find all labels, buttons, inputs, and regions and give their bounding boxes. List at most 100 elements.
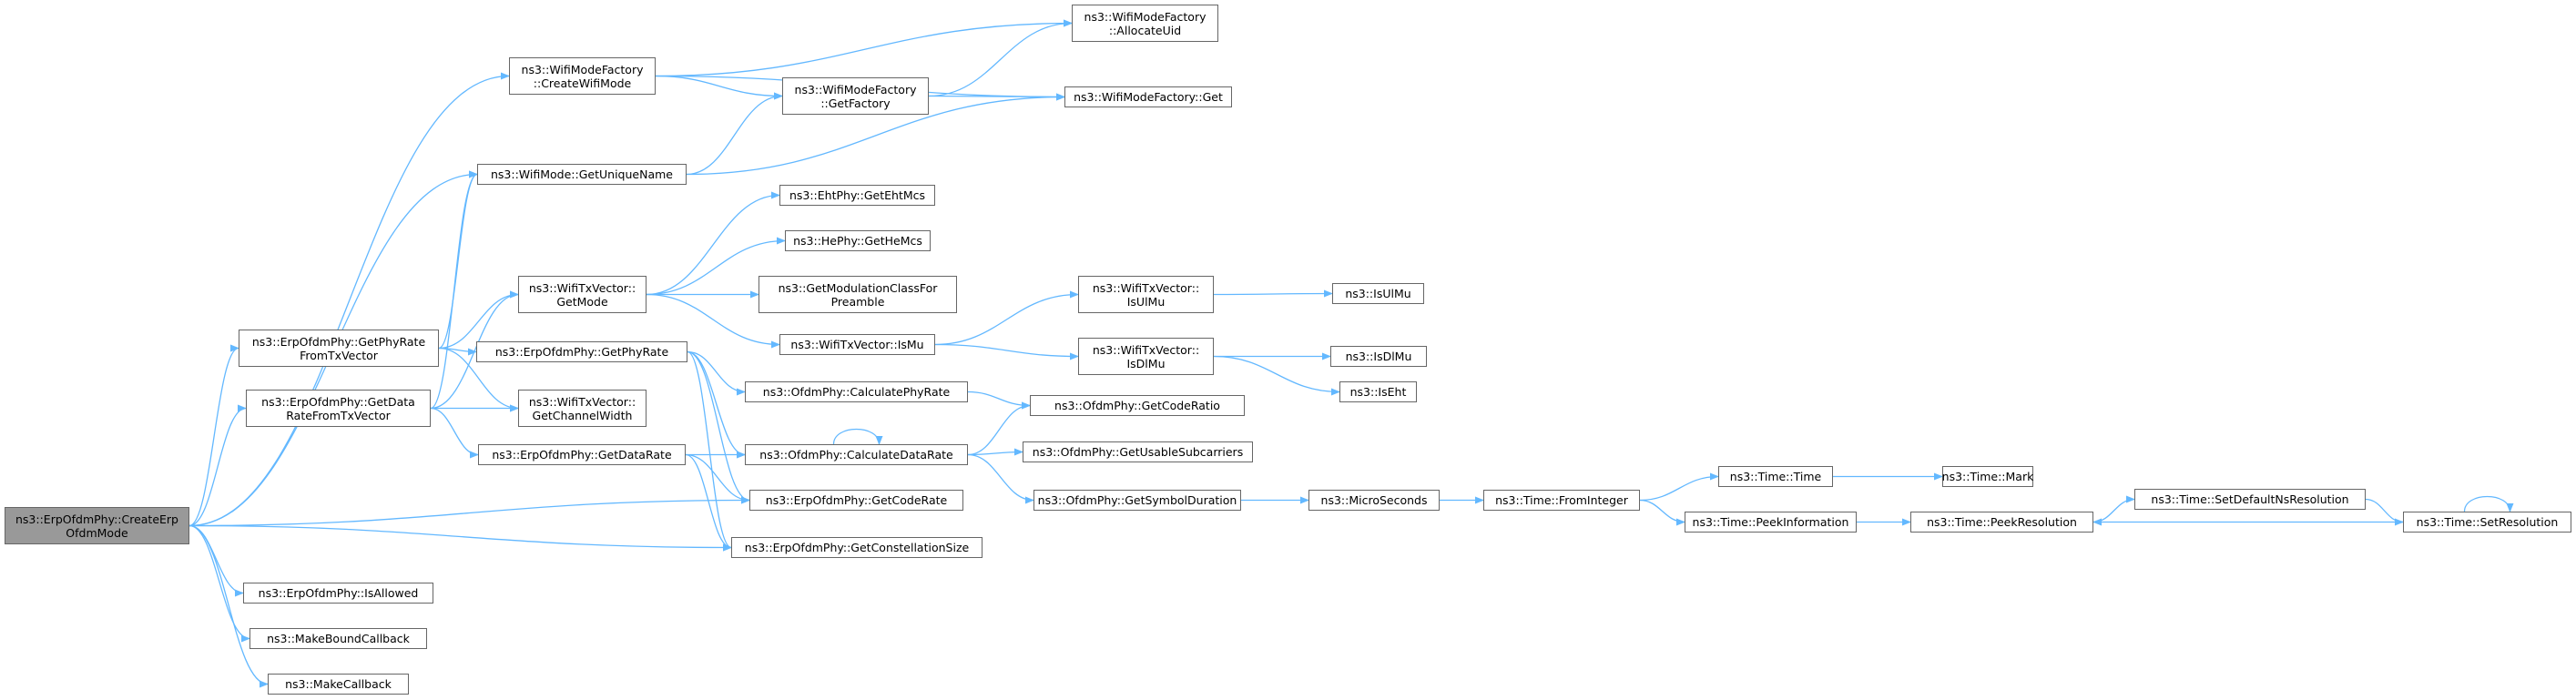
graph-node-calcDataRate[interactable]: ns3::OfdmPhy::CalculateDataRate (745, 444, 968, 465)
edge-getDataRateFromTx-to-getMode (430, 290, 519, 410)
node-label-line: ns3::MicroSeconds (1320, 493, 1428, 507)
node-label-line: ns3::MakeBoundCallback (267, 632, 410, 645)
edge-getPhyRateFromTx-to-getMode (438, 290, 519, 350)
edge-getDataRate-to-getCodeRateErp (685, 453, 750, 504)
node-label-line: ns3::WifiModeFactory (1084, 9, 1207, 24)
edge-fromInteger-to-peekInformation (1639, 499, 1685, 526)
edge-root-to-makeCallback (188, 524, 269, 688)
edge-calcDataRate-to-getUsableSub (967, 448, 1023, 456)
graph-node-isUlMu[interactable]: ns3::IsUlMu (1332, 283, 1424, 304)
graph-node-calcPhyRate[interactable]: ns3::OfdmPhy::CalculatePhyRate (745, 381, 968, 402)
edge-isMu-to-isUlMuVec (934, 290, 1079, 346)
edge-root-to-getDataRateFromTx (188, 404, 247, 527)
node-label-line: FromTxVector (300, 348, 378, 362)
node-label-line: ns3::WifiModeFactory::Get (1074, 90, 1223, 104)
node-label-line: ns3::WifiMode::GetUniqueName (491, 167, 673, 181)
graph-node-allocateUid[interactable]: ns3::WifiModeFactory::AllocateUid (1072, 5, 1218, 42)
node-label-line: ns3::OfdmPhy::CalculateDataRate (759, 448, 953, 462)
edge-calcDataRate-to-getCodeRatioOfdm (967, 401, 1031, 456)
node-label-line: ns3::Time::SetDefaultNsResolution (2151, 492, 2349, 506)
graph-node-makeCallback[interactable]: ns3::MakeCallback (268, 674, 409, 695)
graph-node-microSeconds[interactable]: ns3::MicroSeconds (1308, 490, 1440, 511)
graph-node-setResolution[interactable]: ns3::Time::SetResolution (2403, 512, 2571, 533)
graph-node-peekInformation[interactable]: ns3::Time::PeekInformation (1685, 512, 1857, 533)
graph-node-getUniqueName[interactable]: ns3::WifiMode::GetUniqueName (477, 164, 687, 185)
node-label-line: GetMode (556, 294, 608, 309)
node-label-line: OfdmMode (66, 525, 128, 540)
graph-node-getConstSize[interactable]: ns3::ErpOfdmPhy::GetConstellationSize (731, 537, 983, 558)
graph-node-getHeMcs[interactable]: ns3::HePhy::GetHeMcs (785, 230, 931, 251)
node-label-line: ns3::WifiModeFactory (794, 82, 917, 96)
edge-getPhyRate-to-getConstSize (687, 350, 732, 552)
graph-node-timeMark[interactable]: ns3::Time::Mark (1942, 466, 2033, 487)
edge-isMu-to-isDlMuVec (934, 343, 1079, 360)
graph-node-getFactory[interactable]: ns3::WifiModeFactory::GetFactory (782, 77, 929, 115)
graph-node-getUsableSub[interactable]: ns3::OfdmPhy::GetUsableSubcarriers (1023, 441, 1253, 462)
graph-node-getChannelWidth[interactable]: ns3::WifiTxVector::GetChannelWidth (518, 390, 647, 427)
graph-node-createWifiMode[interactable]: ns3::WifiModeFactory::CreateWifiMode (509, 57, 656, 95)
graph-node-isAllowed[interactable]: ns3::ErpOfdmPhy::IsAllowed (243, 583, 433, 604)
node-label-line: ns3::WifiTxVector::IsMu (790, 338, 924, 351)
edge-createWifiMode-to-allocateUid (655, 19, 1073, 77)
graph-node-factoryGet[interactable]: ns3::WifiModeFactory::Get (1064, 86, 1232, 107)
edge-fromInteger-to-timeTime (1639, 472, 1719, 502)
node-label-line: ::GetFactory (820, 96, 891, 110)
node-label-line: ns3::Time::FromInteger (1495, 493, 1628, 507)
graph-node-isMu[interactable]: ns3::WifiTxVector::IsMu (779, 334, 935, 355)
node-label-line: ns3::OfdmPhy::GetSymbolDuration (1037, 493, 1237, 507)
node-label-line: ns3::IsUlMu (1345, 287, 1411, 300)
graph-node-getDataRate[interactable]: ns3::ErpOfdmPhy::GetDataRate (478, 444, 686, 465)
node-label-line: GetChannelWidth (532, 408, 633, 422)
graph-node-getPhyRate[interactable]: ns3::ErpOfdmPhy::GetPhyRate (476, 341, 687, 362)
node-label-line: ns3::OfdmPhy::GetUsableSubcarriers (1032, 445, 1244, 459)
node-label-line: ns3::ErpOfdmPhy::GetCodeRate (765, 493, 948, 507)
edge-calcDataRate-to-calcDataRate (832, 428, 883, 445)
node-label-line: RateFromTxVector (286, 408, 391, 422)
node-label-line: ns3::ErpOfdmPhy::GetConstellationSize (744, 541, 970, 554)
graph-node-getMode[interactable]: ns3::WifiTxVector::GetMode (518, 276, 647, 313)
node-label-line: ns3::WifiTxVector:: (1092, 280, 1200, 295)
edge-createWifiMode-to-getFactory (655, 75, 783, 100)
graph-node-isEht[interactable]: ns3::IsEht (1339, 381, 1417, 402)
graph-node-getCodeRatioOfdm[interactable]: ns3::OfdmPhy::GetCodeRatio (1030, 395, 1245, 416)
edge-peekResolution-to-setDefaultNsRes (2092, 495, 2135, 523)
edge-getPhyRate-to-calcPhyRate (687, 350, 746, 396)
graph-node-setDefaultNsRes[interactable]: ns3::Time::SetDefaultNsResolution (2134, 489, 2366, 510)
node-label-line: ns3::ErpOfdmPhy::IsAllowed (258, 586, 419, 600)
graph-node-getCodeRateErp[interactable]: ns3::ErpOfdmPhy::GetCodeRate (749, 490, 963, 511)
graph-node-getSymbolDuration[interactable]: ns3::OfdmPhy::GetSymbolDuration (1033, 490, 1241, 511)
edge-root-to-createWifiMode (188, 72, 510, 527)
node-label-line: ns3::MakeCallback (285, 677, 392, 691)
graph-node-fromInteger[interactable]: ns3::Time::FromInteger (1483, 490, 1640, 511)
edge-root-to-getConstSize (188, 524, 732, 552)
edge-getFactory-to-allocateUid (928, 19, 1073, 97)
node-label-line: ns3::WifiTxVector:: (528, 280, 636, 295)
node-label-line: ns3::ErpOfdmPhy::GetPhyRate (251, 334, 426, 349)
graph-node-getEhtMcs[interactable]: ns3::EhtPhy::GetEhtMcs (779, 185, 935, 206)
node-label-line: IsDlMu (1126, 356, 1166, 370)
edge-calcPhyRate-to-getCodeRatioOfdm (967, 391, 1031, 410)
node-label-line: Preamble (830, 294, 885, 309)
node-label-line: ns3::IsEht (1349, 385, 1407, 399)
node-label-line: ns3::EhtPhy::GetEhtMcs (789, 188, 926, 202)
node-label-line: ns3::Time::Time (1729, 470, 1822, 483)
graph-node-isUlMuVec[interactable]: ns3::WifiTxVector::IsUlMu (1078, 276, 1214, 313)
graph-node-timeTime[interactable]: ns3::Time::Time (1718, 466, 1833, 487)
edge-getUniqueName-to-factoryGet (686, 93, 1065, 176)
edge-root-to-getPhyRateFromTx (188, 344, 239, 527)
edge-getMode-to-getEhtMcs (646, 191, 780, 296)
edge-getUniqueName-to-getFactory (686, 92, 783, 176)
edge-getDataRateFromTx-to-getUniqueName (430, 170, 478, 410)
node-label-line: ns3::WifiTxVector:: (528, 394, 636, 409)
node-label-line: ns3::OfdmPhy::GetCodeRatio (1054, 399, 1220, 412)
graph-node-makeBoundCallback[interactable]: ns3::MakeBoundCallback (249, 628, 427, 649)
graph-node-isDlMu[interactable]: ns3::IsDlMu (1330, 346, 1427, 367)
edge-getDataRate-to-getConstSize (685, 453, 732, 552)
graph-node-peekResolution[interactable]: ns3::Time::PeekResolution (1910, 512, 2093, 533)
node-label-line: ns3::HePhy::GetHeMcs (793, 234, 922, 248)
graph-node-isDlMuVec[interactable]: ns3::WifiTxVector::IsDlMu (1078, 338, 1214, 375)
